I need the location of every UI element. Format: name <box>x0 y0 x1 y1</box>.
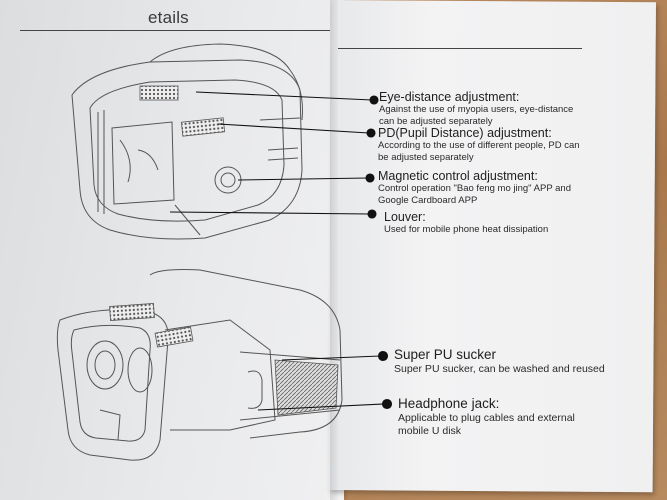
callout-heading: PD(Pupil Distance) adjustment: <box>378 126 552 140</box>
top-leader-lines <box>169 91 379 219</box>
section-title: etails <box>148 8 189 27</box>
rear-pd-wheel <box>154 326 194 348</box>
callout-description: Applicable to plug cables and external m… <box>398 412 575 437</box>
headset-front-drawing <box>71 43 303 240</box>
callout-heading: Eye-distance adjustment: <box>379 90 520 104</box>
callout-eye-distance: Eye-distance adjustment: Against the use… <box>379 90 589 127</box>
callout-description: Control operation "Bao feng mo jing" APP… <box>378 183 572 206</box>
callout-pu-sucker: Super PU sucker Super PU sucker, can be … <box>394 347 634 376</box>
callout-description: According to the use of different people… <box>378 140 580 163</box>
callout-description: Against the use of myopia users, eye-dis… <box>379 104 574 127</box>
title-rule-left <box>20 30 330 31</box>
callout-headphone-jack: Headphone jack: Applicable to plug cable… <box>398 396 608 438</box>
title-rule-right <box>338 48 582 49</box>
callout-louver: Louver: Used for mobile phone heat dissi… <box>384 210 614 236</box>
bottom-leader-lines <box>257 350 393 411</box>
callout-heading: Louver: <box>384 210 426 224</box>
rear-eye-wheel <box>109 303 155 321</box>
pu-sucker-pad <box>274 359 339 416</box>
page-fold-shadow <box>330 0 338 500</box>
left-page <box>0 0 344 500</box>
callout-pd: PD(Pupil Distance) adjustment: According… <box>378 126 588 163</box>
callout-heading: Headphone jack: <box>398 396 500 411</box>
callout-description: Used for mobile phone heat dissipation <box>384 224 549 235</box>
callout-heading: Magnetic control adjustment: <box>378 169 538 183</box>
callout-description: Super PU sucker, can be washed and reuse… <box>394 363 605 375</box>
callout-heading: Super PU sucker <box>394 347 497 362</box>
callout-magnetic-control: Magnetic control adjustment: Control ope… <box>378 169 593 206</box>
pd-wheel <box>180 117 226 137</box>
eye-distance-wheel <box>139 85 179 101</box>
